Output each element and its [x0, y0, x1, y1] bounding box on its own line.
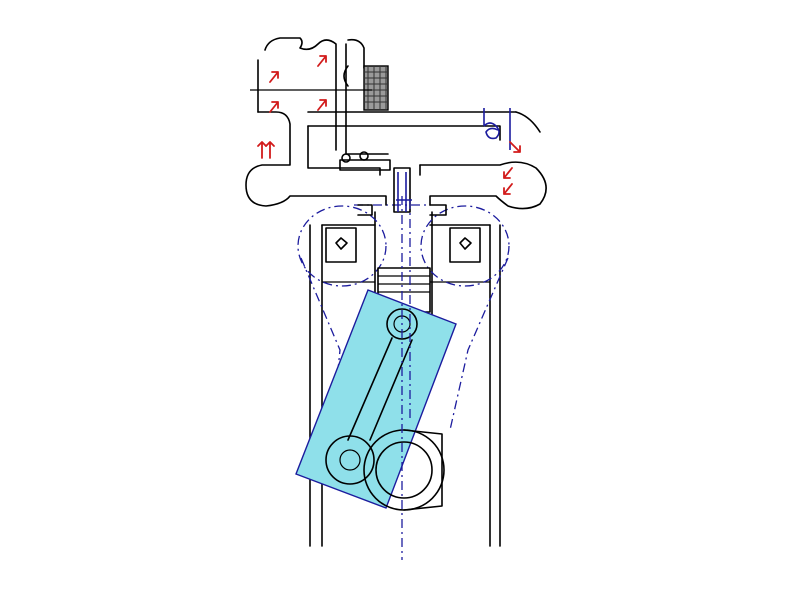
crankshaft: [363, 429, 445, 511]
exhaust-coil: [483, 108, 511, 150]
intake-valve: [357, 204, 373, 216]
flow-arrows: [257, 55, 521, 195]
intake-manifold: [245, 37, 389, 207]
cam-left: [297, 205, 387, 287]
exhaust-valve: [429, 204, 447, 216]
spark-plug: [339, 151, 412, 213]
connecting-rod: [295, 289, 457, 509]
exhaust-manifold: [307, 111, 547, 210]
cam-right: [420, 205, 510, 287]
air-filter: [343, 65, 389, 111]
